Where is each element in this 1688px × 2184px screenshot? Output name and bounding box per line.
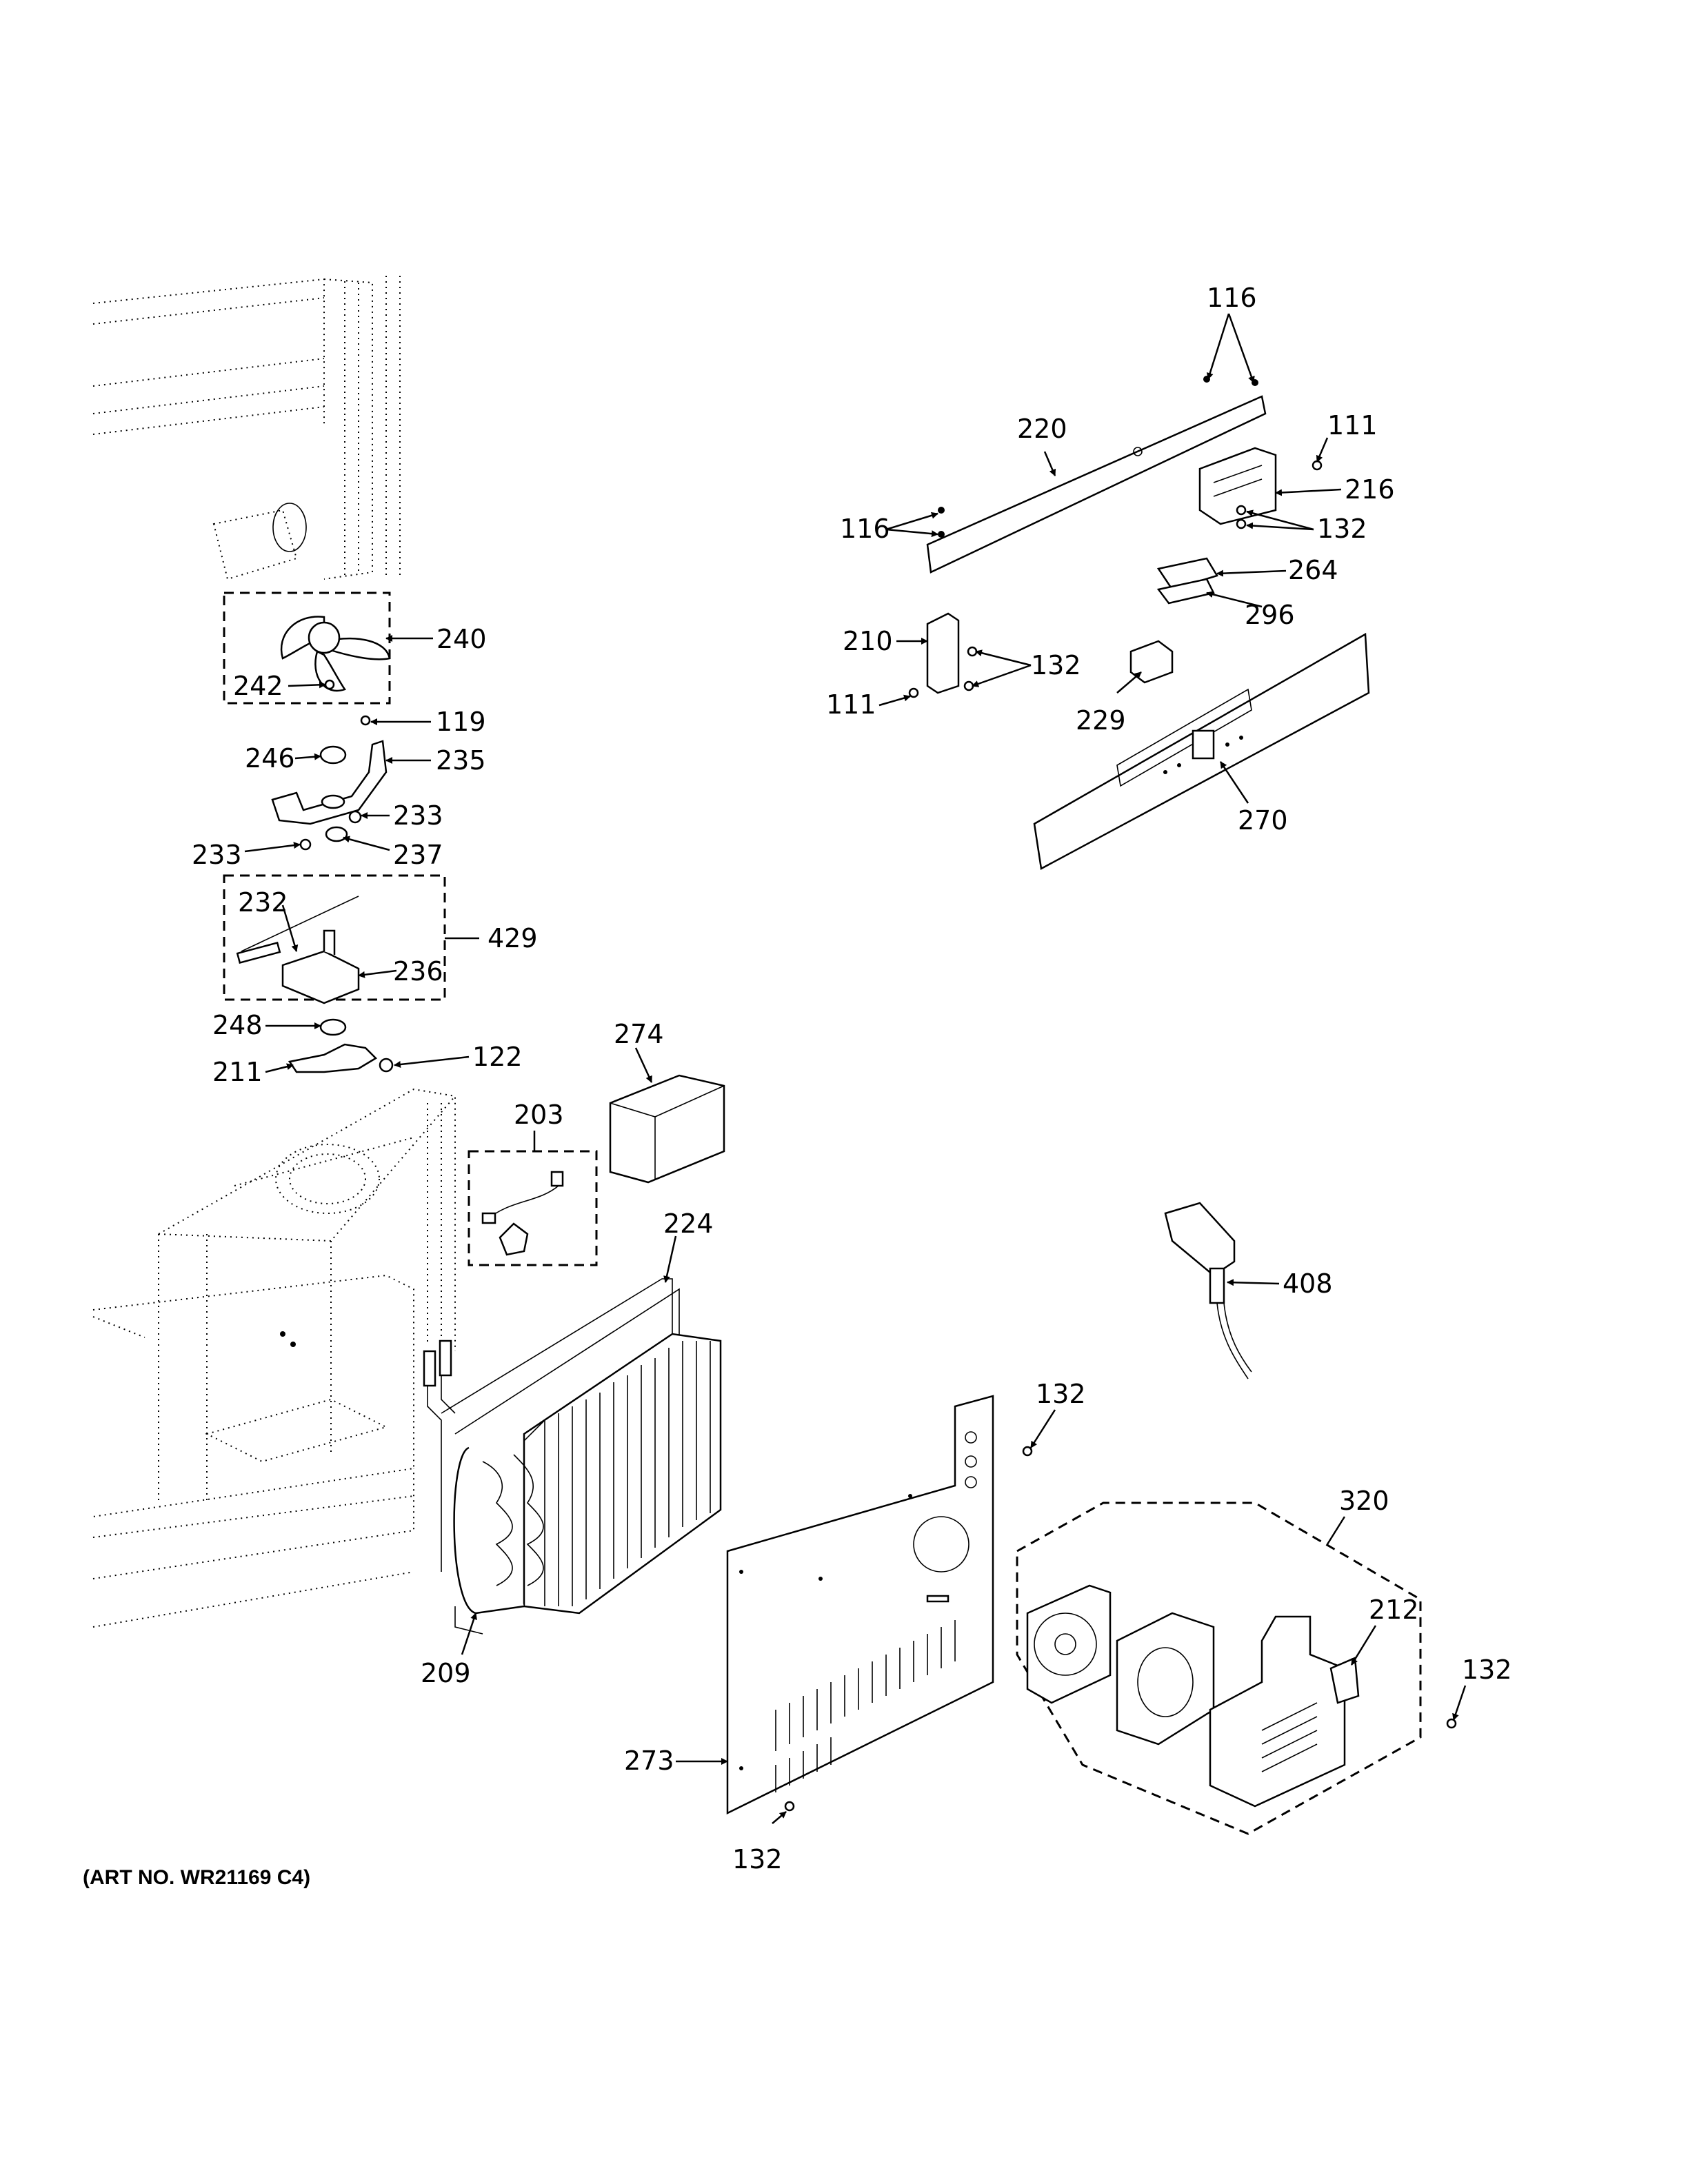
bracket-216	[1198, 447, 1323, 529]
art-number: (ART NO. WR21169 C4)	[83, 1866, 310, 1889]
callout-248: 248	[212, 1010, 263, 1040]
callout-236: 236	[393, 956, 443, 987]
callout-labels: 116 220 111 216 116 132 264 296 210 132 …	[83, 283, 1512, 1889]
control-panel-270	[1033, 632, 1370, 870]
callout-119: 119	[436, 707, 486, 737]
parts-264-296	[1156, 557, 1218, 605]
callout-203: 203	[514, 1100, 564, 1130]
callout-229: 229	[1076, 705, 1126, 736]
power-cord-408	[1164, 1202, 1252, 1379]
callout-111: 111	[1327, 410, 1378, 441]
callout-211: 211	[212, 1057, 263, 1087]
callout-296: 296	[1245, 600, 1295, 630]
callout-233: 233	[192, 840, 242, 870]
callout-122: 122	[472, 1042, 523, 1072]
motor-bracket-parts	[271, 715, 388, 851]
callout-116: 116	[840, 514, 890, 544]
callout-132: 132	[1317, 514, 1367, 544]
bracket-210	[908, 612, 978, 698]
fan-blade-group	[223, 592, 391, 705]
callout-132: 132	[732, 1844, 783, 1874]
callout-209: 209	[421, 1658, 471, 1688]
callout-274: 274	[614, 1019, 664, 1049]
callout-232: 232	[238, 887, 288, 918]
callout-235: 235	[436, 745, 486, 776]
callout-242: 242	[233, 671, 283, 701]
screws	[784, 1446, 1457, 1812]
callout-246: 246	[245, 743, 295, 774]
callout-233: 233	[393, 800, 443, 831]
callout-270: 270	[1238, 805, 1288, 836]
callout-212: 212	[1369, 1595, 1419, 1625]
callout-220: 220	[1017, 414, 1067, 444]
callout-132: 132	[1031, 650, 1081, 680]
callout-273: 273	[624, 1746, 674, 1776]
callout-224: 224	[663, 1209, 714, 1239]
cabinet-outline	[92, 276, 456, 1628]
leader-lines	[244, 313, 1467, 1824]
callout-111: 111	[826, 689, 876, 720]
callout-216: 216	[1345, 474, 1395, 505]
callout-210: 210	[843, 626, 893, 656]
callout-320: 320	[1339, 1486, 1389, 1516]
board-220	[926, 376, 1267, 574]
callout-132: 132	[1462, 1655, 1512, 1685]
callout-408: 408	[1283, 1268, 1333, 1299]
fan-assembly-320	[1016, 1502, 1422, 1835]
callout-237: 237	[393, 840, 443, 870]
callout-240: 240	[436, 624, 487, 654]
motor-group	[223, 874, 446, 1073]
callout-429: 429	[488, 923, 538, 953]
callout-264: 264	[1288, 555, 1338, 585]
cover-274	[609, 1074, 725, 1184]
condenser-coil	[423, 1278, 722, 1635]
callout-132: 132	[1036, 1379, 1086, 1409]
rear-panel-273	[726, 1395, 994, 1815]
harness-203-group	[468, 1150, 598, 1266]
callout-116: 116	[1207, 283, 1257, 313]
